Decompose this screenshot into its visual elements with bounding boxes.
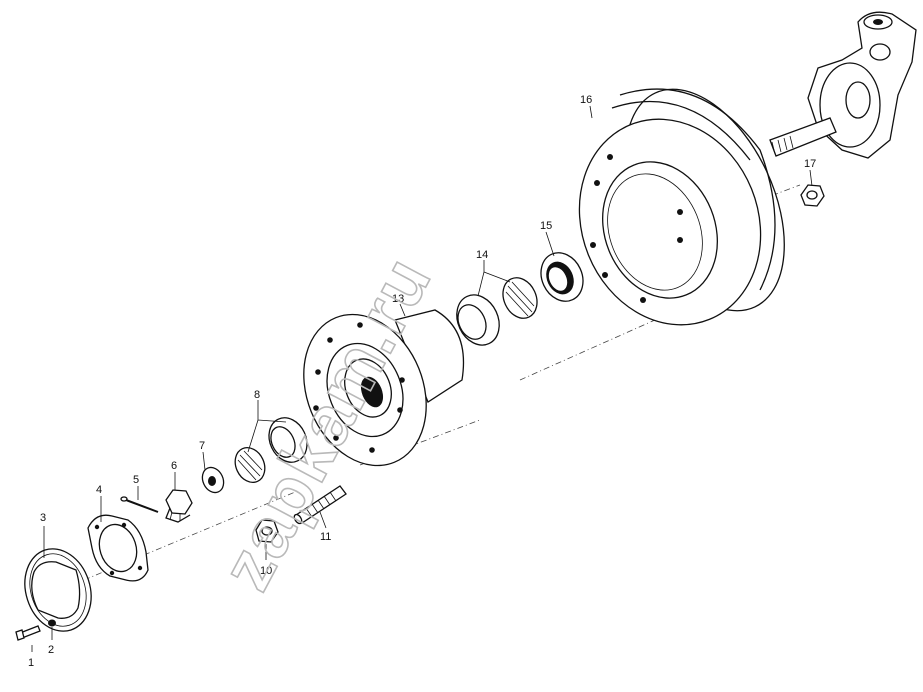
castle-nut-6	[165, 489, 193, 523]
part-number-11: 11	[320, 531, 331, 543]
bearing-8	[234, 417, 308, 484]
gasket-4	[87, 514, 149, 582]
assembly-axis-line	[59, 184, 801, 591]
part-number-3: 3	[40, 512, 46, 524]
part-number-15: 15	[540, 220, 552, 232]
brake-drum	[578, 88, 785, 326]
washer-2	[48, 619, 56, 627]
part-number-5: 5	[133, 474, 139, 486]
washer-7	[201, 466, 225, 494]
hub-cap-3	[24, 548, 92, 632]
part-number-1: 1	[28, 657, 34, 669]
bolt-1	[15, 625, 41, 641]
part-number-14: 14	[476, 249, 488, 261]
wheel-stud-11	[293, 485, 347, 525]
part-number-4: 4	[96, 484, 102, 496]
nut-17	[800, 184, 825, 207]
bearing-outer-15	[540, 252, 584, 302]
part-number-10: 10	[260, 565, 272, 577]
part-number-6: 6	[171, 460, 177, 472]
part-number-16: 16	[580, 94, 592, 106]
part-number-13: 13	[392, 293, 404, 305]
part-number-8: 8	[254, 389, 260, 401]
part-number-7: 7	[199, 440, 205, 452]
wheel-hub	[303, 309, 465, 467]
leader-lines	[31, 105, 813, 652]
part-number-2: 2	[48, 644, 54, 656]
cotter-pin-5	[120, 496, 159, 513]
part-number-17: 17	[804, 158, 816, 170]
nut-10	[255, 519, 279, 543]
bearing-inner-14	[456, 277, 538, 346]
steering-knuckle	[769, 11, 917, 159]
